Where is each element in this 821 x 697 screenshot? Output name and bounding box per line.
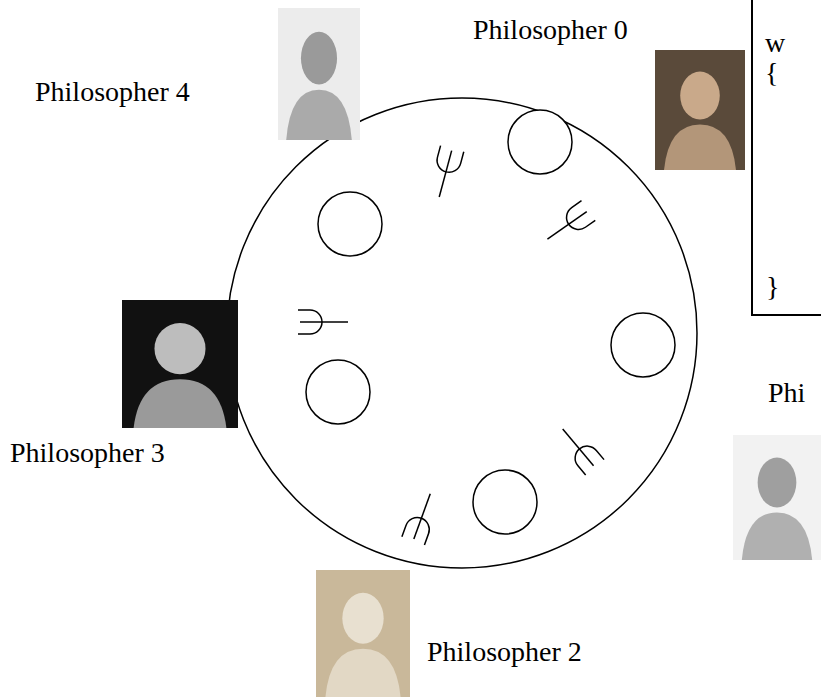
fork-symbol xyxy=(428,146,464,201)
code-text: w xyxy=(765,27,785,59)
code-text: } xyxy=(766,271,779,303)
fork-symbol xyxy=(298,310,348,334)
fork-tines xyxy=(298,310,322,334)
fork-symbol xyxy=(541,201,596,249)
plate-circle xyxy=(473,470,537,534)
photo-ground xyxy=(655,50,745,170)
philosopher-label: Philosopher 4 xyxy=(35,76,190,108)
fork-tines xyxy=(402,514,433,545)
fork-tines xyxy=(562,201,595,234)
photo-ground xyxy=(733,435,821,560)
philosopher-label: Phi xyxy=(768,377,805,409)
plate-circle xyxy=(306,360,370,424)
forks xyxy=(298,146,604,545)
photo-body xyxy=(134,379,227,428)
portrait-photo xyxy=(316,570,410,697)
photo-head xyxy=(680,72,720,120)
portraits xyxy=(122,8,821,697)
photo-body xyxy=(325,649,400,697)
photo-head xyxy=(154,323,205,374)
fork-tines xyxy=(434,146,463,175)
philosopher-label: Philosopher 3 xyxy=(10,437,165,469)
philosopher-label: Philosopher 0 xyxy=(473,14,628,46)
photo-body xyxy=(664,124,736,170)
fork-symbol xyxy=(554,421,605,475)
plate-circle xyxy=(611,313,675,377)
fork-handle xyxy=(563,429,594,466)
photo-body xyxy=(742,513,812,561)
fork-handle xyxy=(439,151,451,197)
photo-ground xyxy=(278,8,360,140)
portrait-photo xyxy=(655,50,745,170)
photo-head xyxy=(758,458,797,508)
table-circle xyxy=(227,98,697,568)
photo-ground xyxy=(122,300,238,428)
fork-tines xyxy=(570,441,604,475)
code-text: { xyxy=(765,57,778,89)
philosopher-label: Philosopher 2 xyxy=(427,636,582,668)
code-box xyxy=(752,0,821,315)
plate-circle xyxy=(508,110,572,174)
photo-ground xyxy=(316,570,410,697)
portrait-photo xyxy=(122,300,238,428)
photo-head xyxy=(342,593,383,644)
fork-handle xyxy=(414,494,430,539)
portrait-photo xyxy=(278,8,360,140)
fork-handle xyxy=(300,321,348,323)
portrait-photo xyxy=(733,435,821,560)
plate-circle xyxy=(318,192,382,256)
photo-head xyxy=(301,32,337,85)
photo-body xyxy=(286,90,352,140)
fork-symbol xyxy=(402,490,442,545)
plates xyxy=(306,110,675,534)
